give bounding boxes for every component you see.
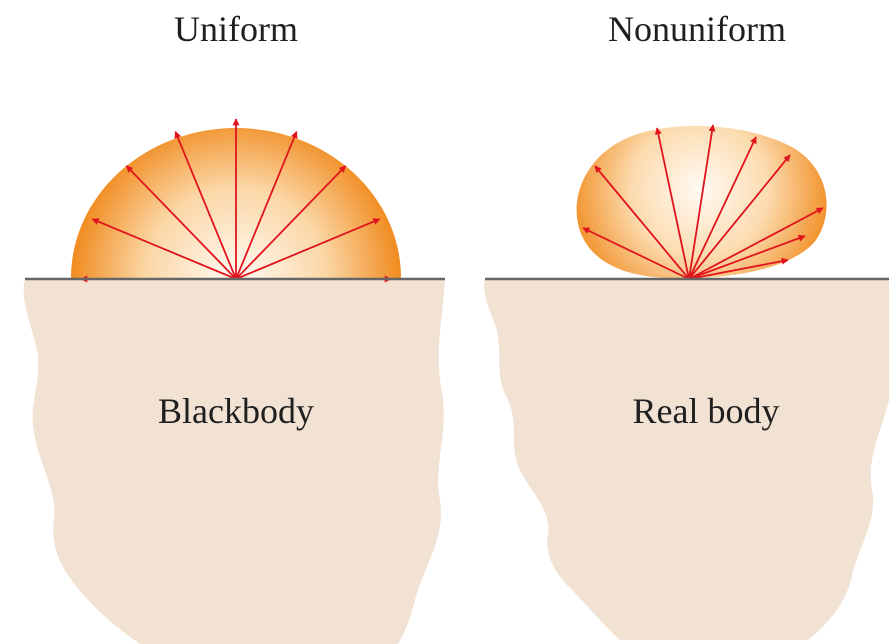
blackbody-panel: Uniform Blackbody	[24, 9, 445, 644]
blackbody-label: Blackbody	[158, 391, 314, 431]
blackbody-heading: Uniform	[174, 9, 298, 49]
blackbody-body-shape	[24, 278, 445, 644]
real-body-label: Real body	[633, 391, 780, 431]
real-body-shape	[484, 278, 889, 640]
real-body-panel: Nonuniform Real body	[484, 9, 889, 640]
real-body-heading: Nonuniform	[608, 9, 786, 49]
